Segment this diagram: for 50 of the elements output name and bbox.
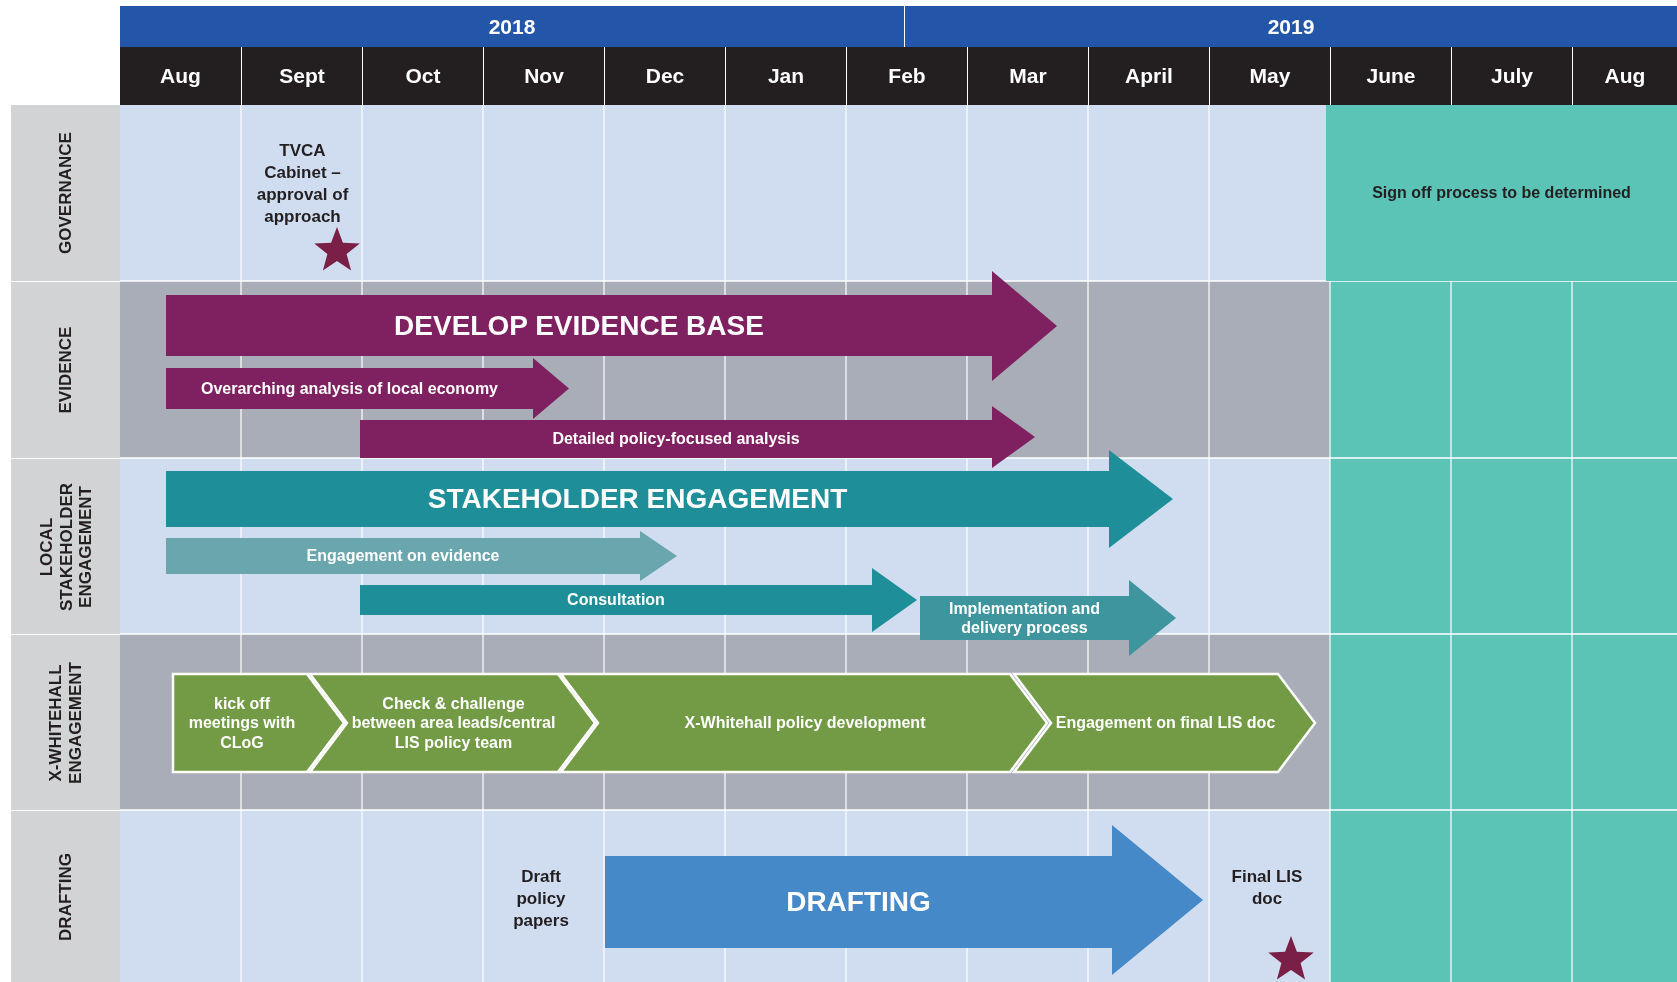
task-label: DEVELOP EVIDENCE BASE — [393, 308, 765, 343]
row-header — [11, 810, 120, 982]
month-header: Jan — [725, 47, 846, 105]
task-bar — [920, 580, 1176, 656]
task-bar — [166, 450, 1173, 548]
row-label: LOCAL STAKEHOLDER ENGAGEMENT — [36, 481, 95, 613]
month-header: Sept — [241, 47, 362, 105]
task-bar — [166, 358, 569, 419]
task-label: STAKEHOLDER ENGAGEMENT — [426, 482, 849, 517]
task-label: Implementation and delivery process — [947, 598, 1102, 638]
task-bar — [166, 531, 677, 581]
row-label: EVIDENCE — [55, 325, 76, 416]
year-header: 2018 — [120, 6, 904, 47]
month-header: April — [1088, 47, 1209, 105]
task-label: Consultation — [566, 590, 666, 611]
task-label: Detailed policy-focused analysis — [551, 429, 801, 450]
month-header: May — [1209, 47, 1330, 105]
chevron-label: X-Whitehall policy development — [683, 713, 927, 734]
row-label: GOVERNANCE — [55, 131, 76, 256]
task-label: Engagement on evidence — [305, 546, 501, 567]
month-header: July — [1451, 47, 1572, 105]
task-label: Overarching analysis of local economy — [200, 378, 499, 399]
month-header: Mar — [967, 47, 1088, 105]
row-label: X-WHITEHALL ENGAGEMENT — [45, 660, 86, 786]
chevron-step — [561, 674, 1047, 772]
row-header — [11, 634, 120, 810]
month-header: June — [1330, 47, 1451, 105]
note-text: Final LIS doc — [1230, 866, 1304, 911]
month-header: Aug — [1572, 47, 1677, 105]
note-text: TVCA Cabinet – approval of approach — [255, 140, 350, 229]
row-header — [11, 281, 120, 458]
month-header: Aug — [120, 47, 241, 105]
task-bar — [360, 568, 917, 632]
row-header — [11, 105, 120, 281]
row-label: DRAFTING — [55, 851, 76, 943]
month-header: Oct — [362, 47, 483, 105]
sign-off-block: Sign off process to be determined — [1326, 105, 1677, 281]
chevron-label: kick off meetings with CLoG — [187, 694, 297, 753]
month-header: Nov — [483, 47, 604, 105]
chevron-label: Engagement on final LIS doc — [1054, 713, 1277, 734]
task-bar — [605, 825, 1203, 975]
task-label: DRAFTING — [785, 885, 932, 920]
row-header — [11, 458, 120, 634]
task-bar — [166, 271, 1057, 381]
chevron-label: Check & challenge between area leads/central LIS policy team — [350, 694, 557, 753]
month-header: Dec — [604, 47, 725, 105]
note-text: Draft policy papers — [512, 866, 570, 933]
year-header: 2019 — [904, 6, 1677, 47]
task-bar — [360, 406, 1035, 468]
month-header: Feb — [846, 47, 967, 105]
